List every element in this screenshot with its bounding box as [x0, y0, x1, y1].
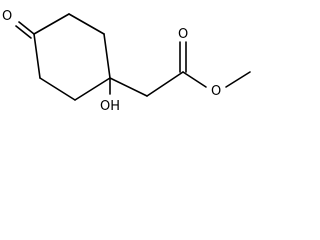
- molecule-drawing: O OH O O: [2, 9, 251, 114]
- methyl-bond: [225, 71, 251, 88]
- ring-bond-1: [33, 13, 70, 35]
- ring-bond-2: [68, 13, 105, 35]
- ring-bond-3: [103, 33, 111, 79]
- ring-bond-6: [33, 33, 41, 79]
- chain-bond-1: [109, 77, 148, 97]
- hydroxyl-label: OH: [100, 99, 120, 114]
- chain-bond-2: [146, 71, 184, 97]
- ketone-bond-a: [18, 21, 35, 35]
- ester-bond: [182, 71, 207, 88]
- carbonyl-oxygen-label: O: [178, 27, 188, 42]
- ketone-bond-b: [15, 25, 32, 39]
- ring-bond-4: [74, 77, 111, 101]
- ring-oxo-oxygen-label: O: [2, 9, 12, 24]
- ring-bond-5: [39, 77, 76, 101]
- ester-oxygen-label: O: [211, 84, 221, 99]
- structure-diagram: O OH O O: [0, 0, 254, 118]
